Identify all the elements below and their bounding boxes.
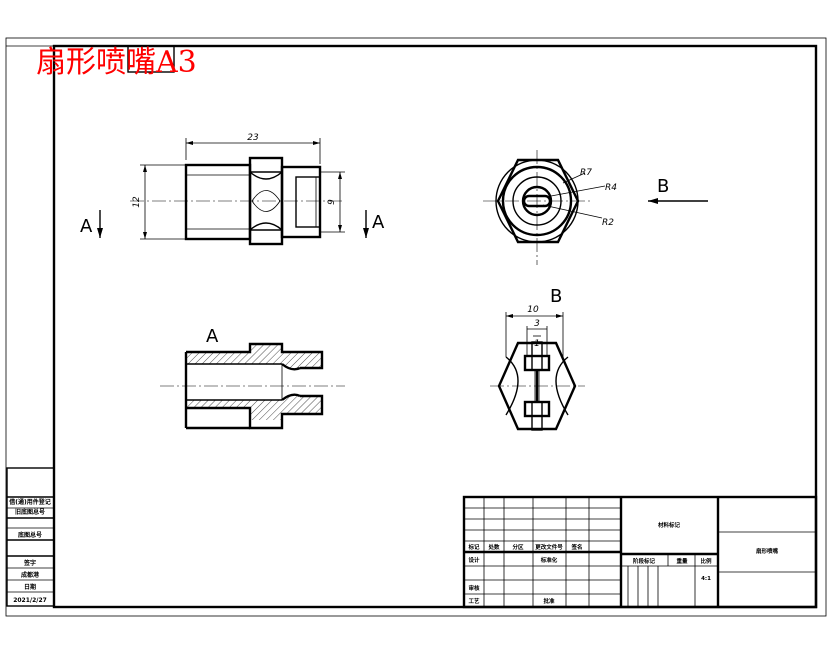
section-label-left: A: [80, 216, 93, 237]
tb-mark: 标记: [467, 543, 480, 551]
dim-left-diameter: 12: [132, 196, 142, 208]
title-block: 标记 处数 分区 更改文件号 签名 设计 标准化 审核 工艺 批准 材料标记 阶…: [462, 495, 818, 609]
drawing-title: 扇形喷嘴A3: [36, 45, 197, 80]
tb-scale-value: 4:1: [701, 576, 711, 582]
side-row-4: 签字: [23, 559, 36, 567]
dim-r-inner: R2: [602, 218, 614, 228]
dim-slot-inner: 1: [534, 339, 540, 349]
front-view: 23 12 9 A A: [80, 133, 385, 246]
tb-count: 处数: [487, 543, 500, 551]
frame-corner-box: [127, 45, 175, 73]
section-label-right: A: [372, 212, 385, 233]
tb-part-name: 扇形喷嘴: [756, 547, 779, 555]
dim-r-mid: R4: [605, 183, 617, 193]
section-view-label: A: [206, 326, 219, 347]
side-row-2: 旧底图总号: [15, 508, 45, 516]
view-b-label: B: [550, 286, 562, 307]
side-row-3: 底图总号: [18, 531, 42, 539]
dim-r-outer: R7: [580, 168, 592, 178]
inner-frame: [52, 44, 818, 609]
dim-slot-width: 3: [534, 319, 540, 329]
tb-design: 设计: [468, 556, 480, 564]
section-view-a: A: [160, 326, 345, 430]
tb-sign: 签名: [570, 543, 582, 551]
tb-zone: 分区: [512, 543, 524, 551]
side-row-5: 成都港: [21, 571, 40, 579]
tb-doc-no: 更改文件号: [535, 543, 563, 551]
tb-process: 工艺: [468, 597, 480, 605]
tb-standard: 标准化: [540, 556, 558, 564]
tb-scale: 比例: [700, 557, 712, 565]
tb-review: 审核: [468, 584, 480, 592]
tb-stage: 阶段标记: [633, 557, 656, 565]
dim-width-b: 10: [527, 305, 539, 315]
view-b-arrow-label: B: [657, 176, 669, 197]
side-table: 借(通)用件登记 旧底图总号 底图总号 签字 成都港 日期 2021/2/27: [6, 467, 55, 607]
end-view: R7 R4 R2 B: [483, 150, 708, 265]
side-row-6: 日期: [24, 583, 36, 591]
side-row-1: 借(通)用件登记: [8, 498, 51, 506]
side-row-7: 2021/2/27: [13, 597, 47, 604]
tb-weight: 重量: [676, 557, 688, 565]
outer-frame: [5, 37, 827, 617]
view-b: 10 3 1 B: [490, 286, 585, 431]
tb-material: 材料标记: [658, 521, 681, 529]
tb-approve: 批准: [543, 597, 555, 605]
dim-length: 23: [247, 133, 259, 143]
dim-right-diameter: 9: [327, 199, 337, 205]
